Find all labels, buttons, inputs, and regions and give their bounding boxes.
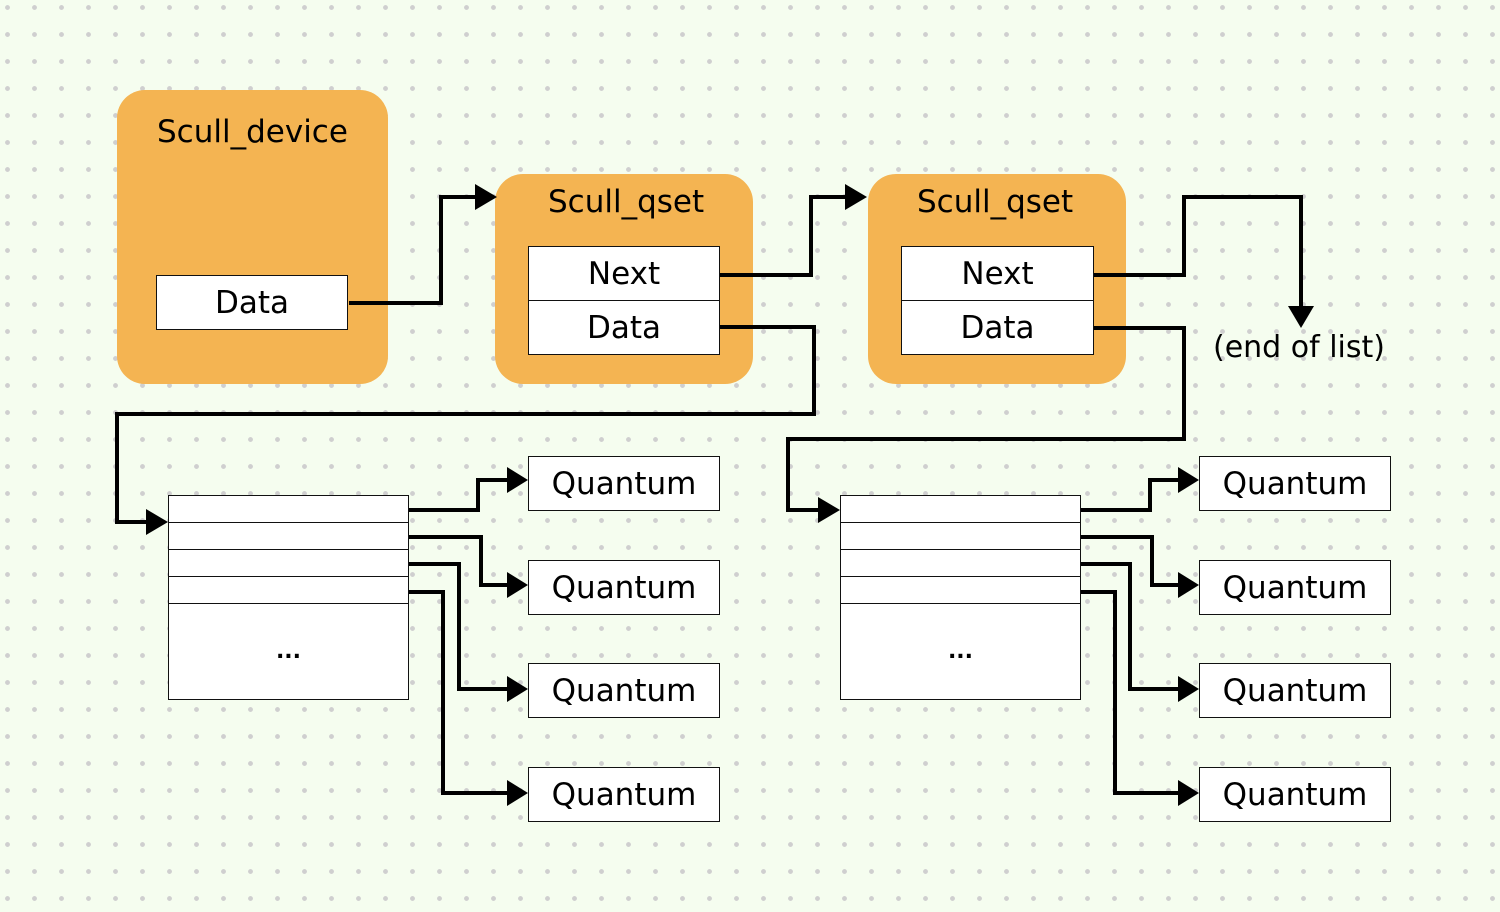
- array1-to-quantum-arrow: [409, 590, 510, 795]
- quantum-pointer-array-1: ...: [168, 495, 409, 700]
- array2-to-quantum-arrow: [1081, 478, 1181, 512]
- arrowhead: [1178, 467, 1199, 493]
- quantum-box: Quantum: [528, 456, 720, 511]
- quantum-box: Quantum: [1199, 767, 1391, 822]
- scull-device-node: Scull_device: [117, 90, 388, 384]
- array2-slot: [840, 495, 1081, 523]
- array1-to-quantum-arrow: [409, 478, 510, 512]
- quantum-pointer-array-2: ...: [840, 495, 1081, 700]
- device-data-to-qset1-arrow: [349, 195, 478, 305]
- qset1-data-to-array1-arrow: [115, 325, 816, 524]
- scull-qset-title-2: Scull_qset: [917, 184, 1074, 220]
- arrowhead: [507, 676, 528, 702]
- arrowhead: [845, 184, 867, 210]
- qset2-data-field: Data: [901, 300, 1094, 355]
- arrowhead: [1178, 676, 1199, 702]
- arrowhead: [507, 780, 528, 806]
- arrowhead: [507, 467, 528, 493]
- end-of-list-label: (end of list): [1213, 330, 1385, 365]
- scull-qset-title-1: Scull_qset: [548, 184, 705, 220]
- arrowhead: [1288, 306, 1314, 328]
- scull-device-data-field: Data: [156, 275, 348, 330]
- quantum-box: Quantum: [528, 560, 720, 615]
- array2-slot: [840, 522, 1081, 550]
- arrowhead: [1178, 572, 1199, 598]
- arrowhead: [146, 509, 168, 535]
- array1-to-quantum-arrow: [409, 535, 510, 587]
- arrowhead: [475, 184, 497, 210]
- quantum-box: Quantum: [528, 767, 720, 822]
- array2-slot: [840, 549, 1081, 577]
- array2-ellipsis: ...: [840, 603, 1081, 700]
- array2-to-quantum-arrow: [1081, 562, 1181, 691]
- arrowhead: [818, 497, 840, 523]
- arrowhead: [507, 572, 528, 598]
- array1-ellipsis: ...: [168, 603, 409, 700]
- array2-to-quantum-arrow: [1081, 535, 1181, 587]
- array2-to-quantum-arrow: [1081, 590, 1181, 795]
- qset1-next-field: Next: [528, 246, 720, 302]
- arrowhead: [1178, 780, 1199, 806]
- scull-device-title: Scull_device: [157, 114, 348, 150]
- array1-slot: [168, 495, 409, 523]
- qset2-data-to-array2-arrow: [786, 326, 1186, 512]
- qset2-next-to-end-arrow: [1094, 195, 1303, 312]
- qset1-next-to-qset2-arrow: [720, 195, 848, 277]
- array1-to-quantum-arrow: [409, 562, 510, 691]
- qset1-data-field: Data: [528, 300, 720, 355]
- quantum-box: Quantum: [1199, 560, 1391, 615]
- quantum-box: Quantum: [528, 663, 720, 718]
- quantum-box: Quantum: [1199, 456, 1391, 511]
- qset2-next-field: Next: [901, 246, 1094, 302]
- array1-slot: [168, 522, 409, 550]
- quantum-box: Quantum: [1199, 663, 1391, 718]
